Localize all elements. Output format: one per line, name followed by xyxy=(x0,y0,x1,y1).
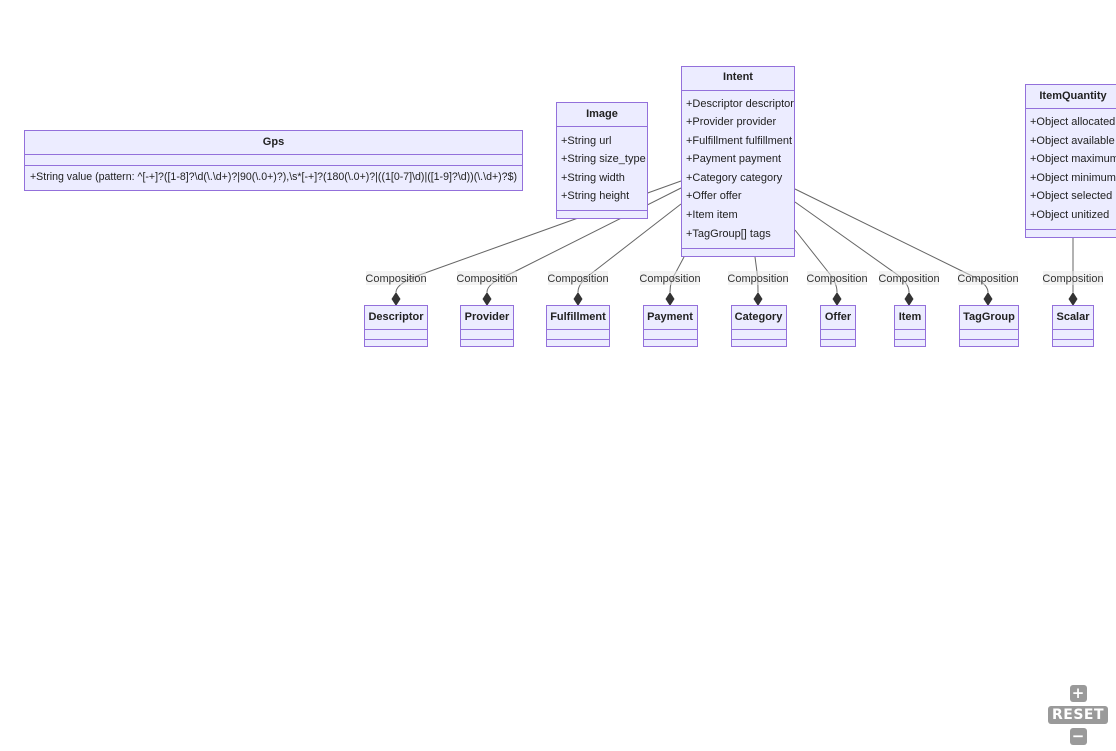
diamond-fulfillment xyxy=(573,292,583,306)
class-title: Provider xyxy=(465,311,510,323)
class-member: +TagGroup[] tags xyxy=(686,228,771,240)
class-member: +Object minimum xyxy=(1030,172,1116,184)
zoom-out-button[interactable]: − xyxy=(1069,728,1087,745)
diamond-payment xyxy=(665,292,675,306)
relation-label: Composition xyxy=(365,273,426,285)
class-descriptor: Descriptor xyxy=(364,305,428,347)
diamond-taggroup xyxy=(983,292,993,306)
class-member: +Payment payment xyxy=(686,153,781,165)
class-title: Fulfillment xyxy=(550,311,606,323)
relation-label: Composition xyxy=(957,273,1018,285)
relation-label: Composition xyxy=(456,273,517,285)
relation-label: Composition xyxy=(878,273,939,285)
class-member: +Item item xyxy=(686,209,738,221)
class-fulfillment: Fulfillment xyxy=(546,305,610,347)
class-title: Payment xyxy=(647,311,693,323)
class-member: +Offer offer xyxy=(686,190,742,202)
class-title: Item xyxy=(899,311,922,323)
class-member: +Object maximum xyxy=(1030,153,1116,165)
zoom-controls: + RESET − xyxy=(1047,685,1109,745)
composition-diamonds xyxy=(391,292,1078,306)
class-item: Item xyxy=(894,305,926,347)
class-member: +Fulfillment fulfillment xyxy=(686,135,792,147)
class-member: +Category category xyxy=(686,172,783,184)
reset-zoom-button[interactable]: RESET xyxy=(1047,706,1109,724)
class-title: Descriptor xyxy=(368,311,424,323)
relation-label: Composition xyxy=(1042,273,1103,285)
class-member: +Descriptor descriptor xyxy=(686,98,794,110)
class-member: +Provider provider xyxy=(686,116,777,128)
class-intent: Intent +Descriptor descriptor +Provider … xyxy=(681,66,795,257)
class-member: +String width xyxy=(561,172,625,184)
diamond-scalar xyxy=(1068,292,1078,306)
class-member: +String url xyxy=(561,135,611,147)
relation-label: Composition xyxy=(806,273,867,285)
class-member: +String size_type xyxy=(561,153,646,165)
class-title: Intent xyxy=(723,71,753,83)
class-title: ItemQuantity xyxy=(1039,90,1107,102)
class-title: Category xyxy=(735,311,784,323)
class-title: TagGroup xyxy=(963,311,1015,323)
class-member: +String height xyxy=(561,190,629,202)
class-title: Scalar xyxy=(1056,311,1090,323)
class-category: Category xyxy=(731,305,787,347)
relation-labels: Composition Composition Composition Comp… xyxy=(365,271,1104,285)
class-scalar: Scalar xyxy=(1052,305,1094,347)
class-payment: Payment xyxy=(643,305,698,347)
class-member: +Object allocated xyxy=(1030,116,1115,128)
relation-label: Composition xyxy=(639,273,700,285)
diamond-category xyxy=(753,292,763,306)
class-image: Image +String url +String size_type +Str… xyxy=(556,102,648,219)
diamond-item xyxy=(904,292,914,306)
diamond-offer xyxy=(832,292,842,306)
class-member: +Object available xyxy=(1030,135,1115,147)
class-gps: Gps +String value (pattern: ^[-+]?([1-8]… xyxy=(24,130,523,191)
class-taggroup: TagGroup xyxy=(959,305,1019,347)
class-member: +Object selected xyxy=(1030,190,1112,202)
class-itemquantity: ItemQuantity +Object allocated +Object a… xyxy=(1025,84,1116,238)
class-title: Image xyxy=(586,108,618,120)
zoom-in-button[interactable]: + xyxy=(1069,685,1087,702)
relation-label: Composition xyxy=(727,273,788,285)
class-provider: Provider xyxy=(460,305,514,347)
class-member: +String value (pattern: ^[-+]?([1-8]?\d(… xyxy=(30,171,517,183)
diamond-provider xyxy=(482,292,492,306)
class-title: Gps xyxy=(263,136,284,148)
class-offer: Offer xyxy=(820,305,856,347)
diamond-descriptor xyxy=(391,292,401,306)
class-member: +Object unitized xyxy=(1030,209,1109,221)
class-title: Offer xyxy=(825,311,852,323)
relation-label: Composition xyxy=(547,273,608,285)
